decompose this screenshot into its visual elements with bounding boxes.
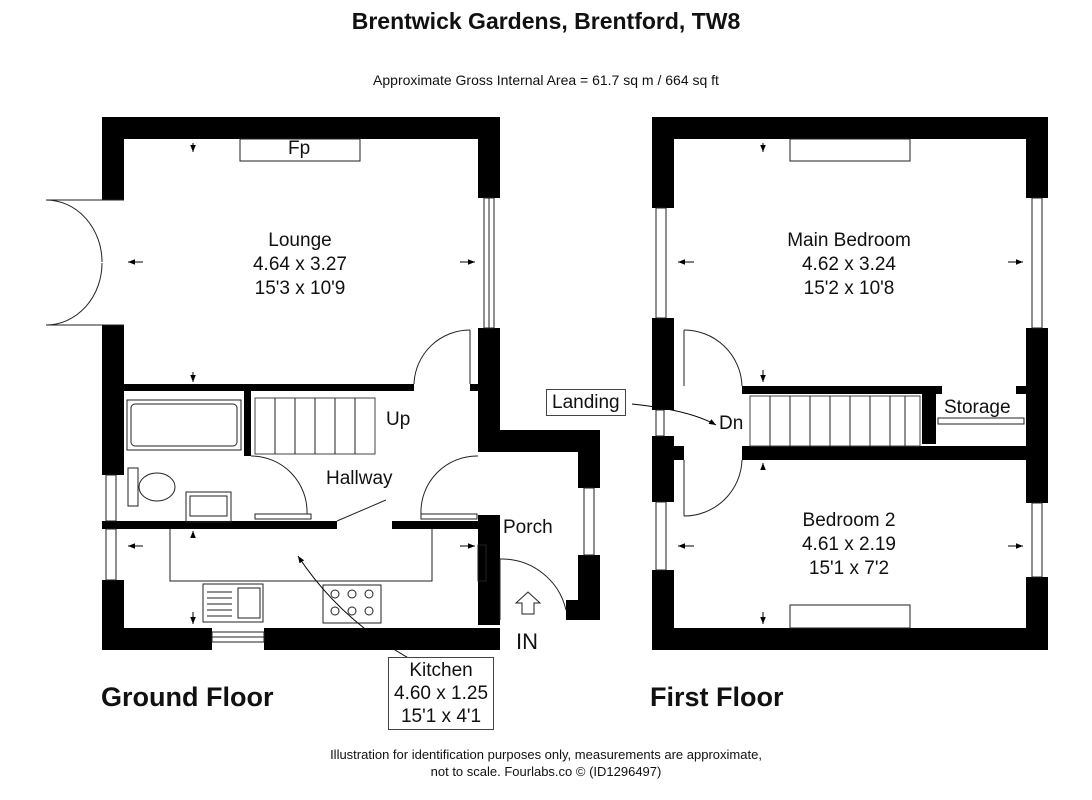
first-floor-fixtures <box>631 138 1043 629</box>
disclaimer-line-2: not to scale. Fourlabs.co © (ID1296497) <box>430 764 662 779</box>
lounge-room: Lounge 4.64 x 3.27 15'3 x 10'9 <box>253 229 347 301</box>
first-floor-walls <box>652 117 1048 650</box>
stairs-up-label: Up <box>386 409 411 430</box>
fireplace-label: Fp <box>288 138 311 159</box>
stairs-down-label: Dn <box>719 413 744 434</box>
first-floor-label: First Floor <box>650 682 784 712</box>
lounge-metric: 4.64 x 3.27 <box>252 254 348 275</box>
hallway-label: Hallway <box>326 468 393 489</box>
main-bedroom-room: Main Bedroom 4.62 x 3.24 15'2 x 10'8 <box>787 229 911 301</box>
ground-floor-fixtures <box>45 138 595 643</box>
gross-internal-area: Approximate Gross Internal Area = 61.7 s… <box>373 72 719 88</box>
bedroom2-metric: 4.61 x 2.19 <box>801 534 897 555</box>
kitchen-imperial: 15'1 x 4'1 <box>400 706 482 727</box>
storage-label: Storage <box>944 397 1011 418</box>
lounge-imperial: 15'3 x 10'9 <box>254 278 346 299</box>
main-bedroom-metric: 4.62 x 3.24 <box>801 254 897 275</box>
lounge-name: Lounge <box>268 230 332 251</box>
disclaimer: Illustration for identification purposes… <box>0 746 1092 780</box>
porch-label: Porch <box>503 517 553 538</box>
landing-label-box: Landing <box>546 389 626 416</box>
kitchen-metric: 4.60 x 1.25 <box>394 683 489 704</box>
kitchen-label-box: Kitchen 4.60 x 1.25 15'1 x 4'1 <box>388 657 495 730</box>
main-bedroom-imperial: 15'2 x 10'8 <box>803 278 895 299</box>
entrance-label: IN <box>516 629 538 654</box>
ground-floor-walls <box>102 117 600 650</box>
bedroom2-name: Bedroom 2 <box>802 510 896 531</box>
first-floor-dimension-arrows <box>678 143 1023 624</box>
bedroom2-room: Bedroom 2 4.61 x 2.19 15'1 x 7'2 <box>802 509 896 581</box>
disclaimer-line-1: Illustration for identification purposes… <box>330 747 762 762</box>
ground-floor-dimension-arrows <box>128 143 475 661</box>
kitchen-name: Kitchen <box>409 660 473 681</box>
page-title: Brentwick Gardens, Brentford, TW8 <box>351 8 741 34</box>
bedroom2-imperial: 15'1 x 7'2 <box>808 558 890 579</box>
ground-floor-label: Ground Floor <box>101 682 274 712</box>
main-bedroom-name: Main Bedroom <box>787 230 911 251</box>
